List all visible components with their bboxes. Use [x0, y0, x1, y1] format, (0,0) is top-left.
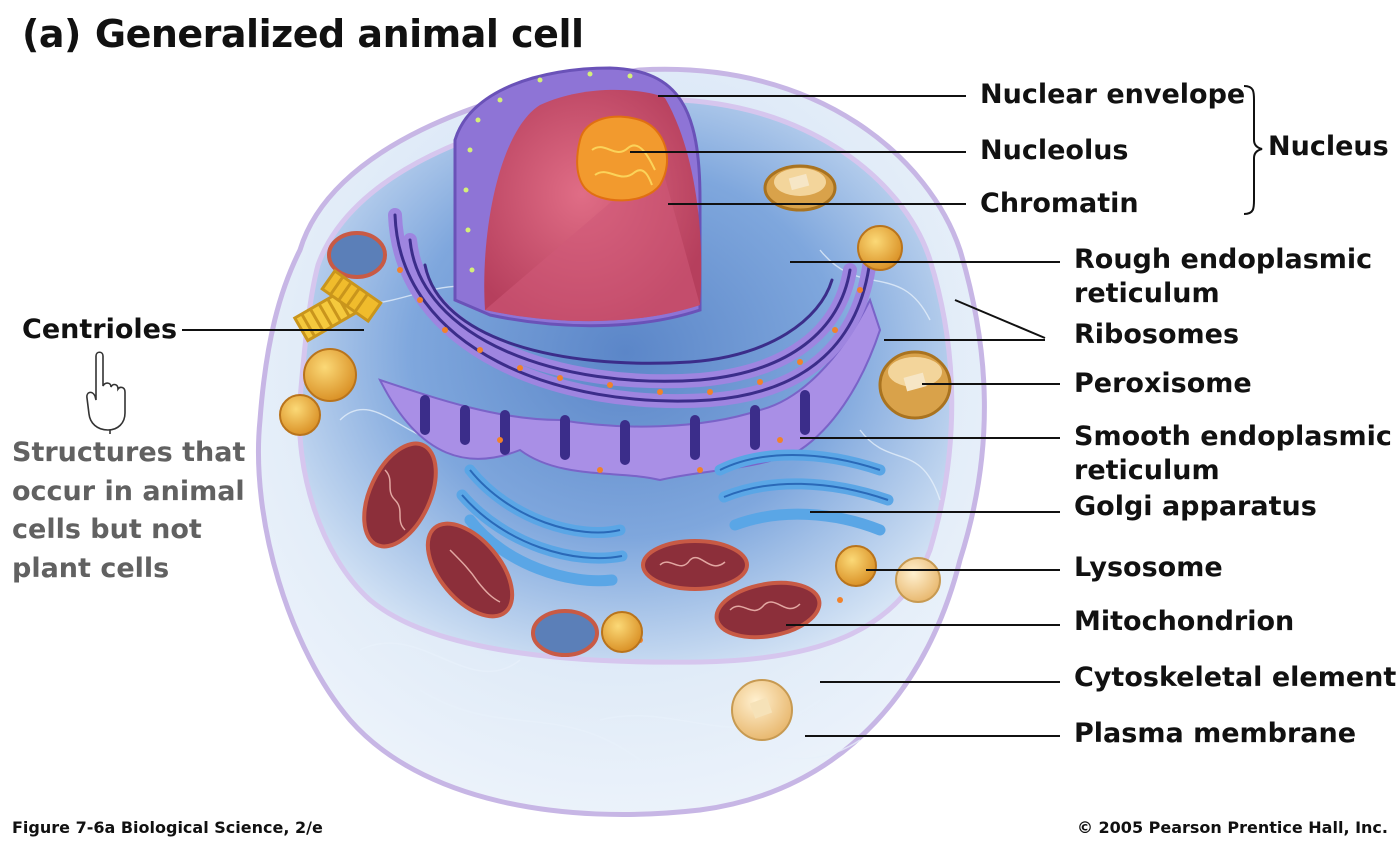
label-peroxisome: Peroxisome	[1074, 368, 1252, 399]
title-text: Generalized animal cell	[94, 12, 584, 56]
leader-lines	[182, 85, 1263, 737]
footer-figure-ref: Figure 7-6a Biological Science, 2/e	[12, 818, 323, 837]
pointing-hand-icon	[86, 351, 126, 434]
label-rough-er-2: reticulum	[1074, 278, 1220, 309]
label-smooth-er-1: Smooth endoplasmic	[1074, 421, 1392, 452]
label-rough-er-1: Rough endoplasmic	[1074, 244, 1373, 275]
label-nucleus: Nucleus	[1268, 131, 1389, 162]
animal-only-note: Structures that occur in animal cells bu…	[12, 437, 246, 584]
mitochondria	[327, 231, 822, 657]
footer-copyright: © 2005 Pearson Prentice Hall, Inc.	[1076, 818, 1388, 837]
nucleus	[453, 66, 702, 328]
label-nucleolus: Nucleolus	[980, 135, 1129, 166]
label-chromatin: Chromatin	[980, 188, 1139, 219]
peroxisomes	[763, 164, 952, 420]
label-smooth-er-2: reticulum	[1074, 455, 1220, 486]
label-cytoskeletal: Cytoskeletal element	[1074, 662, 1397, 693]
label-lysosome: Lysosome	[1074, 552, 1223, 583]
label-mitochondrion: Mitochondrion	[1074, 606, 1295, 637]
label-centrioles: Centrioles	[22, 314, 178, 345]
label-ribosomes: Ribosomes	[1074, 319, 1240, 350]
label-plasma-membrane: Plasma membrane	[1074, 718, 1357, 749]
panel-tag: (a)	[22, 12, 81, 56]
label-golgi: Golgi apparatus	[1074, 491, 1317, 522]
figure-title: (a) Generalized animal cell	[22, 12, 584, 56]
label-nuclear-envelope: Nuclear envelope	[980, 79, 1246, 110]
